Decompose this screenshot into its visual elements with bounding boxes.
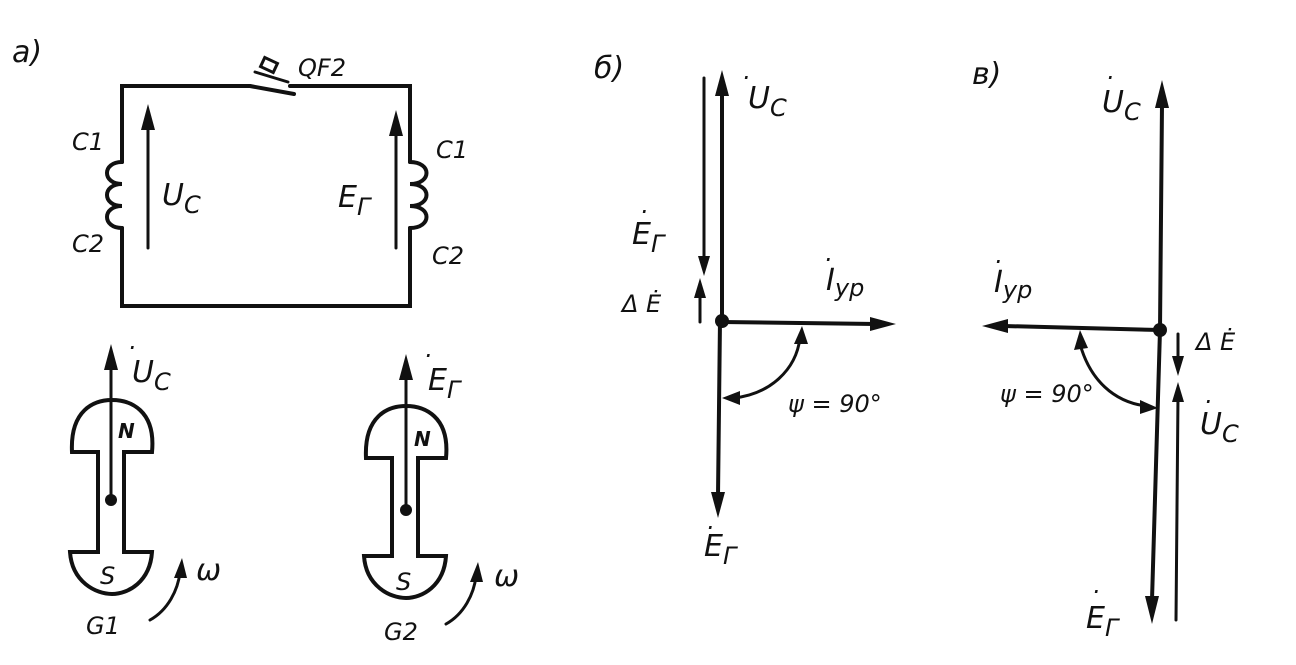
switch-knob [258, 55, 280, 75]
g2-name: G2 [384, 618, 418, 646]
left-terminal-c1: C1 [72, 128, 104, 156]
b-uc-label: UC [748, 81, 787, 122]
g1-north: N [118, 419, 135, 443]
diagram-c-phasors [982, 80, 1184, 624]
right-coil [408, 160, 429, 230]
panel-label-c: в) [972, 57, 1001, 92]
b-eg-top-label: EГ [632, 217, 666, 258]
right-terminal-c1: C1 [436, 136, 468, 164]
b-eg-bottom-label: EГ [704, 529, 738, 570]
generator-g1 [67, 344, 187, 622]
right-terminal-c2: C2 [432, 242, 464, 270]
switch-label: QF2 [298, 54, 346, 82]
c-current-dot: · [994, 248, 1002, 276]
uc-label: UC [162, 178, 201, 219]
panel-label-a: a) [12, 35, 42, 70]
c-eg-dot: · [1092, 578, 1100, 606]
g1-phasor-label: UC [132, 355, 171, 396]
g2-phasor-dot: · [424, 342, 432, 370]
diagram-b-phasors [694, 70, 896, 518]
generator-g2 [361, 354, 483, 626]
g1-name: G1 [86, 612, 120, 640]
c-delta-e-label: Δ Ė [1194, 327, 1236, 356]
switch-blade [248, 84, 296, 96]
c-uc-right-label: UC [1200, 407, 1239, 448]
eg-arrow [389, 110, 403, 250]
b-delta-e-label: Δ Ė [620, 289, 662, 318]
g2-north: N [414, 427, 431, 451]
b-current-label: Iур [826, 263, 864, 302]
c-current-label: Iур [994, 265, 1032, 304]
g1-rotation: ω [196, 553, 221, 588]
eg-label: EГ [338, 180, 372, 221]
c-uc-top-dot: · [1106, 64, 1114, 92]
uc-arrow [141, 104, 155, 250]
b-eg-top-dot: · [640, 198, 648, 226]
circuit-loop [120, 55, 412, 308]
b-eg-bottom-dot: · [706, 514, 714, 542]
c-uc-top-label: UC [1102, 85, 1141, 126]
g1-south: S [100, 562, 115, 590]
c-uc-right-dot: · [1204, 388, 1212, 416]
b-current-dot: · [824, 246, 832, 274]
g2-rotation: ω [494, 559, 519, 594]
g1-phasor-dot: · [128, 334, 136, 362]
g2-south: S [396, 568, 411, 596]
c-angle-label: ψ = 90° [1000, 380, 1094, 408]
g2-phasor-label: EГ [428, 363, 462, 404]
left-coil [105, 160, 124, 230]
c-eg-label: EГ [1086, 601, 1120, 642]
left-terminal-c2: C2 [72, 230, 104, 258]
b-angle-label: ψ = 90° [788, 390, 882, 418]
panel-label-b: б) [594, 51, 624, 86]
b-uc-dot: · [742, 64, 750, 92]
